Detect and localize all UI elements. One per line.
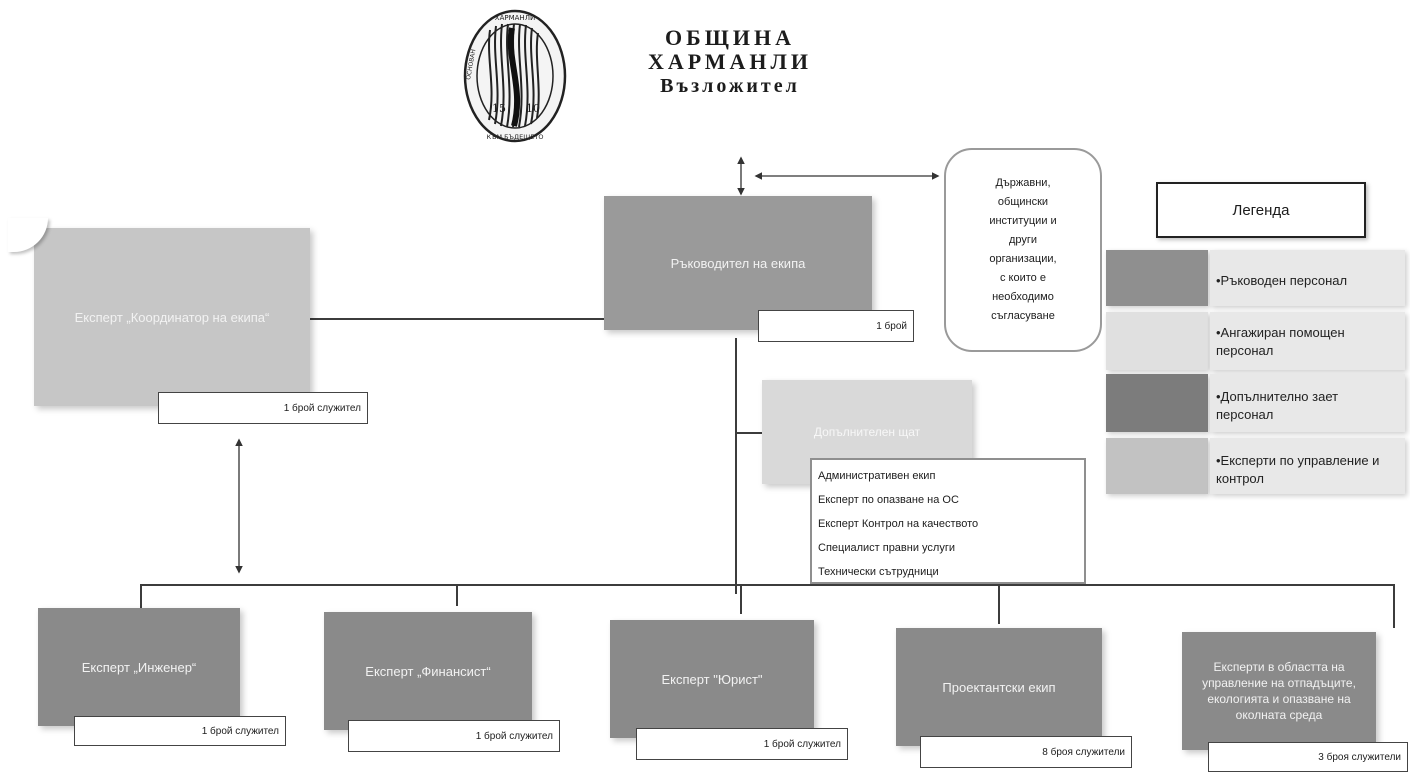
title-line-2: ХАРМАНЛИ [647,49,813,74]
connector-drop-3 [740,584,742,614]
legend-title: Легенда [1232,201,1290,219]
legend-panel-4 [1210,438,1405,494]
coordinator-count-text: 1 брой служител [283,402,361,414]
expert-node-finance: Експерт „Финансист“ [324,612,532,730]
expert-count: 3 броя служители [1208,742,1408,772]
team-leader-count: 1 брой [758,310,914,342]
legend-item-label: •Експерти по управление и контрол [1216,453,1380,486]
connector-bottom-horizontal [140,584,1395,586]
coordinator-node: Експерт „Координатор на екипа“ [34,228,310,406]
title-line-1: ОБЩИНА [665,25,795,50]
expert-count: 1 брой служител [348,720,560,752]
legend-panel-2 [1210,312,1405,370]
team-leader-count-text: 1 брой [876,320,907,332]
page-title: ОБЩИНА ХАРМАНЛИ Възложител [610,26,850,98]
legend-panel-1 [1210,250,1405,306]
additional-staff-title: Допълнителен щат [813,425,921,439]
expert-node-lawyer: Експерт "Юрист" [610,620,814,738]
expert-title: Проектантски екип [942,679,1056,695]
legend-swatch-support [1106,312,1208,370]
additional-staff-item: Експерт Контрол на качеството [818,518,979,530]
connector-drop-5 [1393,584,1395,628]
title-line-3: Възложител [660,75,800,97]
expert-node-environment: Експерти в областта на управление на отп… [1182,632,1376,750]
team-leader-node: Ръководител на екипа [604,196,872,330]
connector-drop-1 [140,584,142,610]
additional-staff-item: Технически сътрудници [818,566,939,578]
expert-count-text: 1 брой служител [201,725,279,737]
svg-text:ХАРМАНЛИ: ХАРМАНЛИ [495,14,535,22]
svg-text:КЪМ БЪДЕЩЕТО: КЪМ БЪДЕЩЕТО [486,133,543,141]
connector-drop-4 [998,584,1000,624]
connector-coordinator-leader [308,318,608,320]
expert-node-design-team: Проектантски екип [896,628,1102,746]
expert-title: Експерт „Финансист“ [365,663,491,679]
expert-node-engineer: Експерт „Инженер“ [38,608,240,726]
expert-count-text: 3 броя служители [1318,751,1401,763]
legend-item-label: •Ангажиран помощен персонал [1216,325,1345,358]
legend-swatch-leadership [1106,250,1208,306]
expert-count-text: 8 броя служители [1042,746,1125,758]
coordinator-count: 1 брой служител [158,392,368,424]
seal-logo: ХАРМАНЛИ КЪМ БЪДЕЩЕТО ОСНОВАН 15 10 [462,8,568,144]
additional-staff-list: Административен екип Експерт по опазване… [810,458,1086,584]
svg-text:15: 15 [492,102,506,115]
expert-title: Експерти в областта на управление на отп… [1202,660,1356,722]
legend-title-box: Легенда [1156,182,1366,238]
connector-additional-branch [737,432,765,434]
expert-title: Експерт "Юрист" [661,671,763,687]
expert-count: 1 брой служител [74,716,286,746]
institutions-node: Държавни, общински институции и други ор… [944,148,1102,352]
expert-count-text: 1 брой служител [475,730,553,742]
legend-item-label: •Ръководен персонал [1216,273,1348,288]
legend-swatch-additional [1106,374,1208,432]
svg-text:10: 10 [526,102,540,115]
expert-count: 1 брой служител [636,728,848,760]
connector-drop-2 [456,584,458,606]
legend-swatch-experts [1106,438,1208,494]
expert-count: 8 броя служители [920,736,1132,768]
coordinator-title: Експерт „Координатор на екипа“ [74,309,270,325]
team-leader-title: Ръководител на екипа [670,255,806,271]
additional-staff-item: Административен екип [818,470,936,482]
additional-staff-item: Експерт по опазване на ОС [818,494,959,506]
expert-title: Експерт „Инженер“ [81,659,197,675]
legend-item-label: •Допълнително зает персонал [1216,389,1339,422]
legend-panel-3 [1210,374,1405,432]
expert-count-text: 1 брой служител [763,738,841,750]
institutions-text: Държавни, общински институции и други ор… [989,177,1057,322]
connector-leader-vertical [735,338,737,594]
additional-staff-item: Специалист правни услуги [818,542,956,554]
